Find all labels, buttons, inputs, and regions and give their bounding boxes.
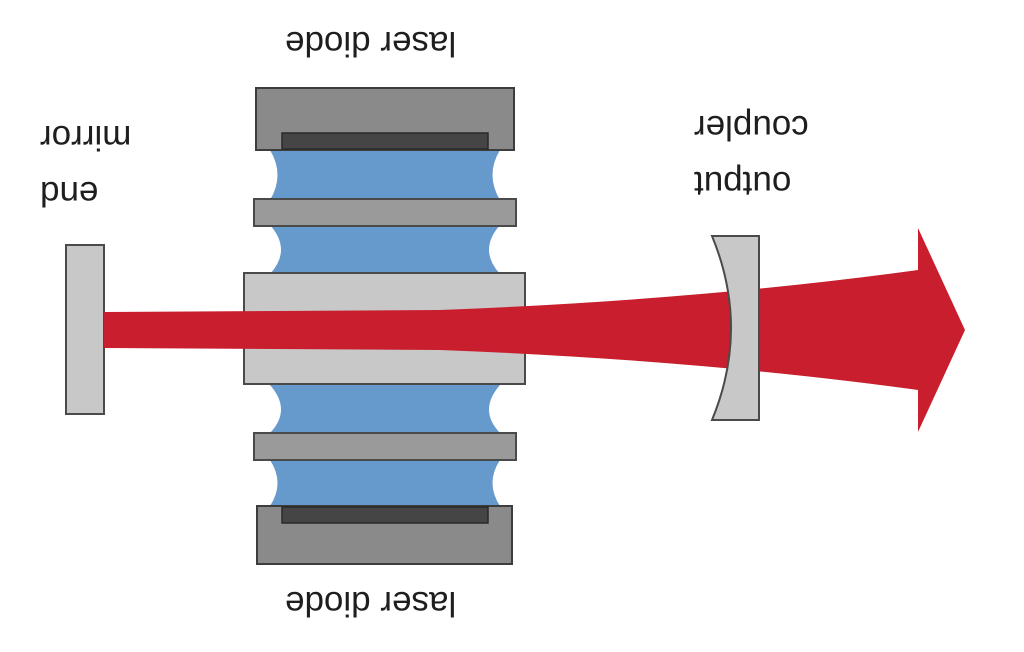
bottom-laser-diode-chip — [281, 506, 489, 524]
end-mirror — [65, 244, 105, 415]
output-coupler-label-coupler: coupler — [694, 108, 809, 147]
bottom-pump-light-inner — [270, 385, 500, 433]
end-mirror-label-end: end — [40, 174, 99, 213]
output-coupler-label-output: output — [694, 164, 792, 203]
output-coupler — [710, 235, 760, 421]
top-spacer — [253, 198, 517, 227]
end-mirror-label-mirror: mirror — [40, 118, 132, 157]
top-pump-light-inner — [270, 225, 500, 274]
laser-beam-arrow — [104, 228, 965, 432]
bottom-laser-diode-label: laser diode — [285, 584, 457, 623]
top-pump-light-outer — [270, 150, 500, 200]
top-laser-diode-chip — [281, 132, 489, 150]
bottom-spacer — [253, 432, 517, 461]
bottom-pump-light-outer — [270, 460, 500, 506]
top-laser-diode-label: laser diode — [285, 24, 457, 63]
